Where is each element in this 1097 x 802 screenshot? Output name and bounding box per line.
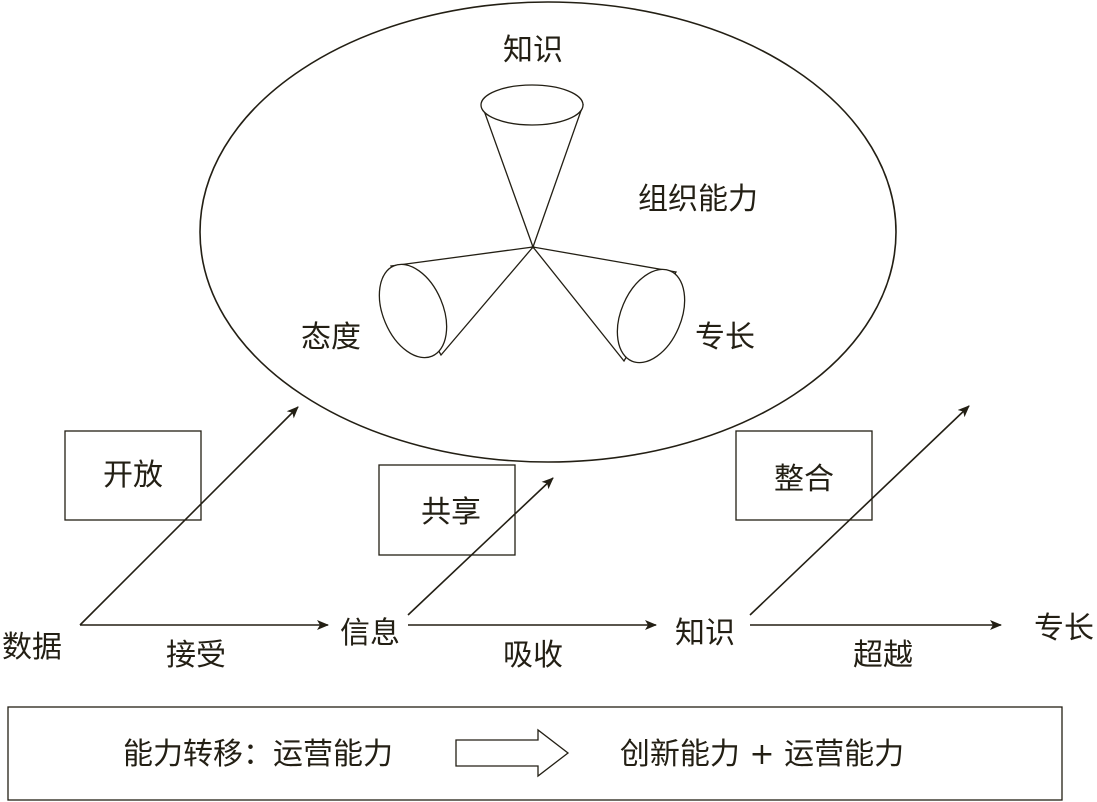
edge-label-accept: 接受 [166,638,226,673]
node-expertise: 专长 [1034,611,1094,646]
edge-label-surpass: 超越 [853,638,913,673]
svg-text:整合: 整合 [774,462,834,497]
hollow-right-arrow-icon [455,728,570,778]
cone-expertise [531,246,686,364]
bar-right-text: 创新能力 + 运营能力 [620,737,904,772]
organization-capability-ellipse [199,1,897,463]
ellipse-label-org-capability: 组织能力 [638,182,758,217]
bar-left-text: 能力转移：运营能力 [123,737,393,772]
edge-label-absorb: 吸收 [503,638,563,673]
node-knowledge: 知识 [675,616,735,651]
box-sharing: 共享 [378,464,516,556]
ellipse-label-knowledge: 知识 [503,33,563,68]
arrow-info-to-organization [407,477,554,616]
box-openness: 开放 [64,430,202,521]
ellipse-label-attitude: 态度 [301,320,361,355]
ellipse-label-expertise: 专长 [695,320,755,355]
node-data: 数据 [2,630,62,665]
box-integration: 整合 [735,430,873,521]
cone-knowledge [480,84,584,249]
arrow-knowledge-to-organization [749,405,970,616]
svg-text:共享: 共享 [421,495,481,530]
svg-text:开放: 开放 [103,458,163,493]
cone-attitude [378,246,535,359]
arrow-data-to-organization [79,406,299,626]
node-information: 信息 [340,616,400,651]
